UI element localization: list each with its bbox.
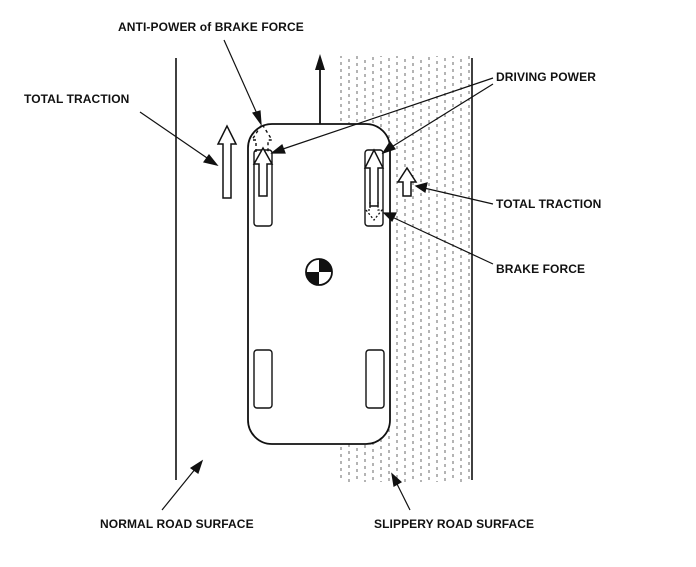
leader-driving-power-left [270, 77, 494, 154]
leader-total-traction-left [139, 111, 219, 166]
rear-right-wheel [365, 349, 385, 409]
leader-total-traction-right [414, 182, 494, 205]
leader-brake-force [382, 212, 494, 265]
anti-power-label: ANTI-POWER of BRAKE FORCE [118, 20, 304, 34]
rear-left-wheel [253, 349, 273, 409]
total-traction-right-arrow [396, 166, 418, 197]
vehicle-direction-arrow [315, 54, 325, 124]
driving-power-label: DRIVING POWER [496, 70, 596, 84]
normal-surface-label: NORMAL ROAD SURFACE [100, 517, 254, 531]
leader-normal-surface [161, 459, 204, 511]
center-of-gravity-icon [305, 258, 333, 286]
total-traction-left-arrow [216, 124, 238, 199]
slippery-surface-label: SLIPPERY ROAD SURFACE [374, 517, 535, 531]
total-traction-right-label: TOTAL TRACTION [496, 197, 602, 211]
driving-power-right-arrow [363, 148, 385, 207]
anti-power-dashed-arrow [250, 122, 274, 152]
total-traction-left-label: TOTAL TRACTION [24, 92, 130, 106]
brake-force-label: BRAKE FORCE [496, 262, 586, 276]
leader-slippery-surface [391, 472, 411, 511]
leader-anti-power [223, 39, 262, 127]
brake-force-arrow [364, 202, 384, 222]
driving-power-left-arrow [252, 146, 274, 197]
leader-driving-power-right [381, 83, 494, 155]
